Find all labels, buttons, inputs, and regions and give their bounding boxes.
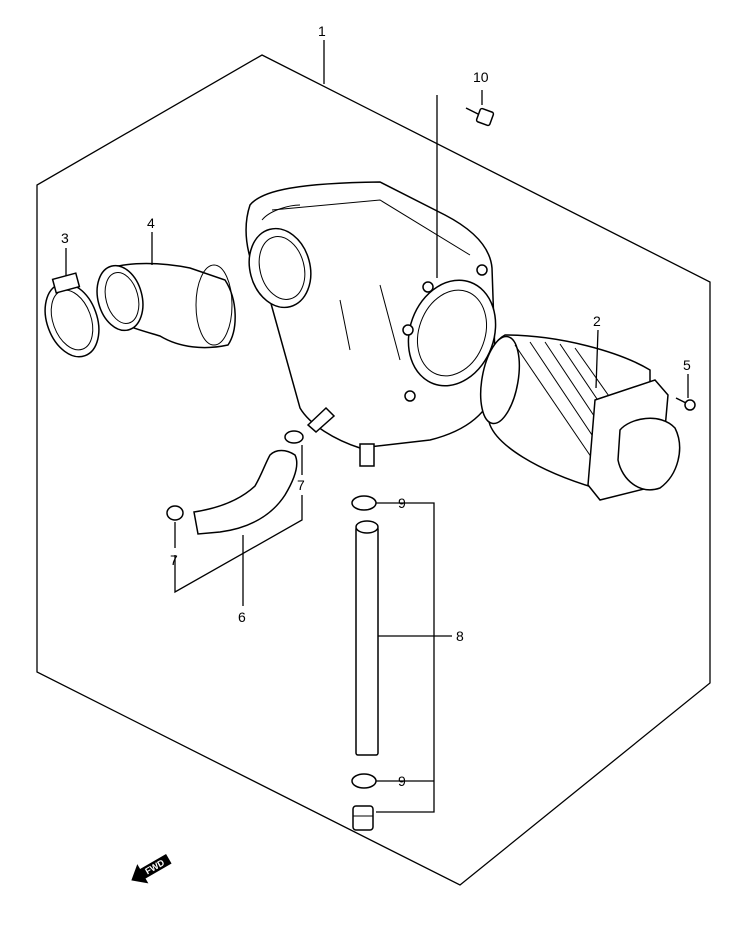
callout-5: 5: [683, 357, 691, 373]
callout-9-lower: 9: [398, 773, 406, 789]
callout-10: 10: [473, 69, 489, 85]
callout-7-lower: 7: [170, 552, 178, 568]
callout-4: 4: [147, 215, 155, 231]
drain-clip-upper: [351, 495, 377, 511]
callout-7-upper: 7: [297, 477, 305, 493]
callout-6: 6: [238, 609, 246, 625]
leader-line-2: [595, 329, 599, 389]
air-cleaner-case: [245, 181, 497, 467]
assembly-boundary: [36, 54, 711, 886]
callout-1: 1: [318, 23, 326, 39]
hose-clip-upper: [284, 430, 304, 444]
callout-3: 3: [61, 230, 69, 246]
leader-lines-6-7: [174, 495, 303, 594]
callout-9-upper: 9: [398, 495, 406, 511]
callout-8: 8: [456, 628, 464, 644]
drain-clip-lower: [351, 773, 377, 789]
air-filter-element: [479, 334, 681, 501]
hose-clamp: [44, 272, 100, 358]
bolt: [465, 107, 495, 127]
callout-2: 2: [593, 313, 601, 329]
fwd-arrow-icon: FWD: [131, 853, 172, 884]
breather-hose: [193, 449, 298, 535]
drain-tube: [355, 520, 379, 756]
drain-plug: [352, 805, 374, 831]
inlet-tube: [96, 262, 236, 349]
hose-clip-lower: [166, 505, 184, 521]
screw: [675, 397, 696, 411]
leader-bracket-8-9: [376, 502, 435, 813]
